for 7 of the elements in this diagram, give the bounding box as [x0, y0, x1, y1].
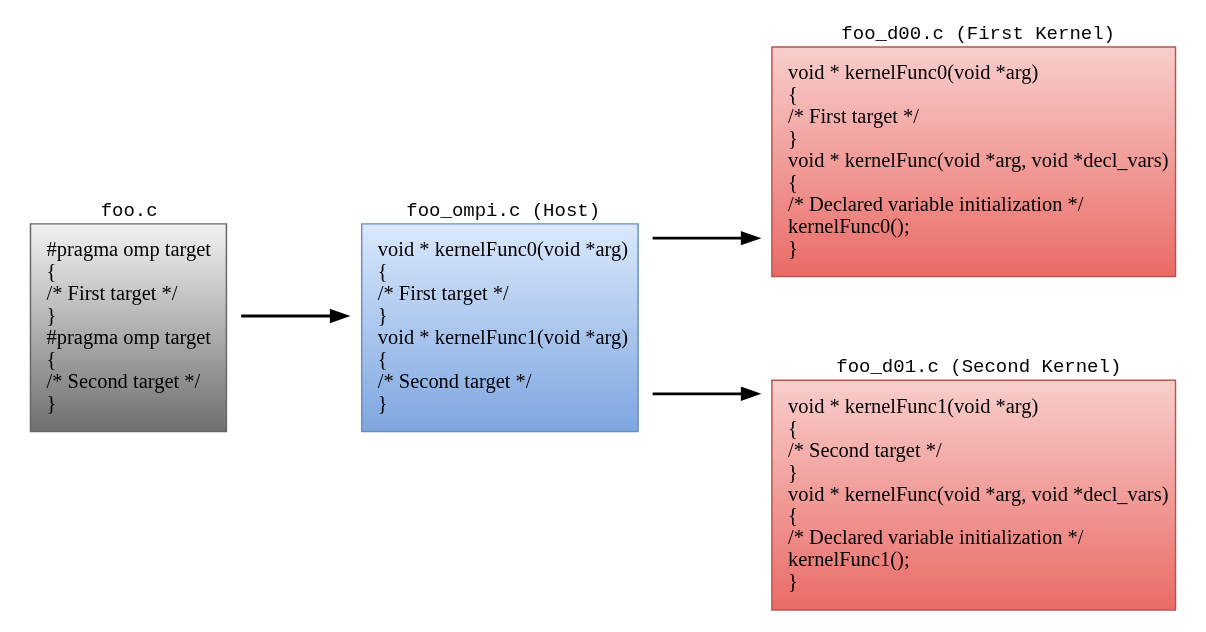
arrow	[652, 386, 762, 402]
node-label: foo.c	[100, 199, 158, 222]
node-label: foo_ompi.c (Host)	[406, 199, 601, 222]
node-label: foo_d00.c (First Kernel)	[841, 22, 1116, 45]
arrow	[241, 308, 351, 324]
node-label: foo_d01.c (Second Kernel)	[836, 356, 1122, 379]
arrow	[652, 230, 762, 246]
